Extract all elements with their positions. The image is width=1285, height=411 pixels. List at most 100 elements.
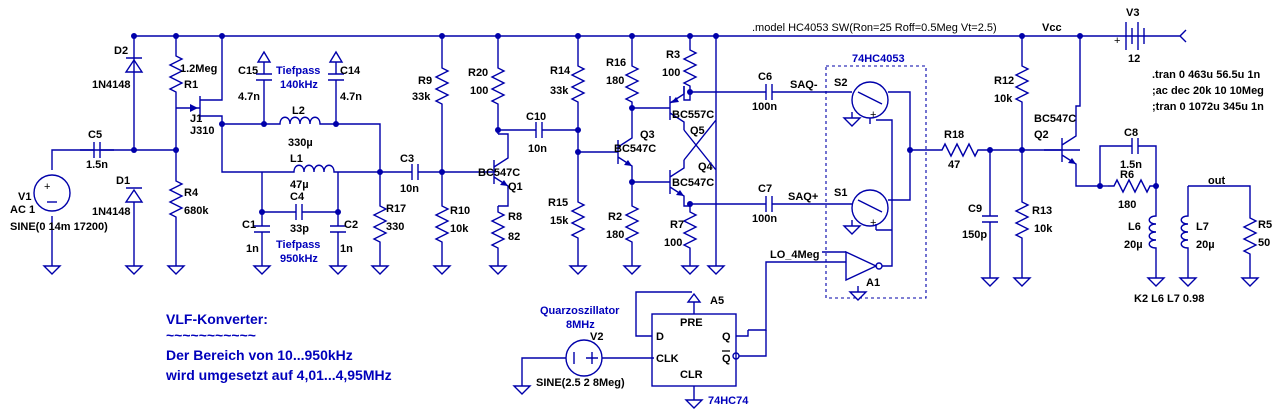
- svg-text:R6: R6: [1120, 169, 1134, 181]
- svg-text:R4: R4: [184, 187, 199, 199]
- cap-c4: C4 33p: [284, 191, 318, 235]
- cap-c1: C1 1n: [242, 211, 271, 275]
- svg-text:C2: C2: [344, 219, 358, 231]
- svg-text:1N4148: 1N4148: [92, 79, 131, 91]
- svg-text:PRE: PRE: [680, 317, 703, 329]
- svg-text:L2: L2: [292, 105, 305, 117]
- svg-text:100: 100: [470, 85, 488, 97]
- svg-text:Q2: Q2: [1034, 129, 1049, 141]
- resistor-r12: R12 10k: [994, 36, 1029, 196]
- svg-text:100n: 100n: [752, 213, 777, 225]
- inductor-l1: [289, 164, 339, 173]
- svg-text:R1: R1: [184, 79, 198, 91]
- svg-text:C1: C1: [242, 219, 256, 231]
- transistor-q2: BC547C Q2: [1034, 36, 1100, 187]
- svg-text:R14: R14: [550, 65, 571, 77]
- svg-text:BC547C: BC547C: [478, 167, 520, 179]
- svg-text:1.5n: 1.5n: [86, 159, 108, 171]
- svg-text:SINE(0 14m 17200): SINE(0 14m 17200): [10, 221, 108, 233]
- svg-text:R2: R2: [608, 211, 622, 223]
- svg-text:BC547C: BC547C: [672, 177, 714, 189]
- svg-text:10n: 10n: [528, 143, 547, 155]
- svg-text:Q4: Q4: [698, 161, 714, 173]
- resistor-r3: R3 100: [662, 36, 697, 101]
- transistor-q1: BC547C Q1: [475, 149, 523, 195]
- svg-text:15k: 15k: [550, 215, 569, 227]
- svg-text:Q3: Q3: [640, 129, 655, 141]
- junctions: [131, 33, 1159, 215]
- svg-text:680k: 680k: [184, 205, 209, 217]
- vcc-rail: [134, 29, 1187, 43]
- svg-text:+: +: [1114, 35, 1120, 47]
- cap-c6: C6 100n SAQ-: [690, 71, 846, 113]
- svg-text:J310: J310: [190, 125, 214, 137]
- resistor-r8: R8 82: [489, 194, 522, 275]
- svg-text:C10: C10: [526, 111, 546, 123]
- svg-text:R10: R10: [450, 205, 470, 217]
- svg-text:R5: R5: [1258, 219, 1272, 231]
- svg-text:C9: C9: [968, 203, 982, 215]
- transistor-q5: BC557C Q5: [651, 85, 714, 137]
- svg-text:L7: L7: [1196, 221, 1209, 233]
- svg-text:4.7n: 4.7n: [340, 91, 362, 103]
- svg-text:R8: R8: [508, 211, 522, 223]
- svg-text:V3: V3: [1126, 7, 1139, 19]
- svg-text:950kHz: 950kHz: [280, 253, 318, 265]
- jfet-j1: J1 J310: [176, 36, 236, 173]
- resistor-r6: R6 180: [1100, 169, 1157, 212]
- svg-text:33k: 33k: [412, 91, 431, 103]
- svg-text:BC547C: BC547C: [614, 143, 656, 155]
- svg-text:20µ: 20µ: [1124, 239, 1143, 251]
- svg-text:D2: D2: [114, 45, 128, 57]
- svg-text:10k: 10k: [450, 223, 469, 235]
- svg-text:R9: R9: [418, 75, 432, 87]
- resistor-r9: R9 33k: [412, 36, 449, 200]
- cap-c7: C7 100n SAQ+: [690, 183, 846, 225]
- svg-text:1.2Meg: 1.2Meg: [180, 63, 217, 75]
- cap-c15: C15 4.7n: [238, 50, 272, 124]
- inductor-l2: [275, 116, 325, 125]
- svg-text:330: 330: [386, 221, 404, 233]
- svg-text:SAQ-: SAQ-: [790, 79, 818, 91]
- svg-text:;ac dec 20k 10 10Meg: ;ac dec 20k 10 10Meg: [1152, 85, 1264, 97]
- svg-text:SAQ+: SAQ+: [788, 191, 818, 203]
- svg-text:180: 180: [1118, 199, 1136, 211]
- svg-text:Tiefpass: Tiefpass: [276, 65, 320, 77]
- svg-text:L6: L6: [1128, 221, 1141, 233]
- svg-text:;tran 0 1072u 345u 1n: ;tran 0 1072u 345u 1n: [1152, 101, 1264, 113]
- svg-text:C15: C15: [238, 65, 258, 77]
- svg-text:74HC4053: 74HC4053: [852, 53, 905, 65]
- svg-text:CLR: CLR: [680, 369, 703, 381]
- svg-text:20µ: 20µ: [1196, 239, 1215, 251]
- svg-text:BC547C: BC547C: [1034, 113, 1076, 125]
- cap-c8: C8 1.5n: [1099, 127, 1157, 186]
- note-tilde: ~~~~~~~~~~~: [166, 327, 256, 343]
- svg-text:Quarzoszillator: Quarzoszillator: [540, 305, 620, 317]
- svg-text:L1: L1: [290, 153, 303, 165]
- inductor-l6: L6 20µ: [1124, 211, 1165, 287]
- resistor-r17: R17 330: [371, 172, 406, 275]
- svg-text:C14: C14: [340, 65, 361, 77]
- svg-text:R18: R18: [944, 129, 964, 141]
- svg-text:R3: R3: [666, 49, 680, 61]
- resistor-r10: R10 10k: [433, 199, 470, 275]
- transistor-q3: Q3 BC547C: [578, 129, 656, 175]
- svg-text:Tiefpass: Tiefpass: [276, 239, 320, 251]
- svg-text:R16: R16: [606, 57, 626, 69]
- svg-text:S2: S2: [834, 77, 847, 89]
- svg-text:C8: C8: [1124, 127, 1138, 139]
- svg-text:10k: 10k: [1034, 223, 1053, 235]
- resistor-r15: R15 15k: [548, 195, 587, 275]
- svg-text:+: +: [870, 217, 876, 229]
- resistor-r4: R4 680k: [167, 174, 209, 275]
- svg-text:R7: R7: [670, 219, 684, 231]
- svg-text:V1: V1: [18, 191, 31, 203]
- cap-c5: C5 1.5n: [79, 129, 115, 171]
- svg-text:10k: 10k: [994, 93, 1013, 105]
- svg-text:10n: 10n: [400, 183, 419, 195]
- svg-text:330µ: 330µ: [288, 137, 313, 149]
- svg-text:33k: 33k: [550, 85, 569, 97]
- svg-text:A5: A5: [710, 295, 724, 307]
- model-directive: .model HC4053 SW(Ron=25 Roff=0.5Meg Vt=2…: [752, 22, 997, 34]
- svg-text:180: 180: [606, 229, 624, 241]
